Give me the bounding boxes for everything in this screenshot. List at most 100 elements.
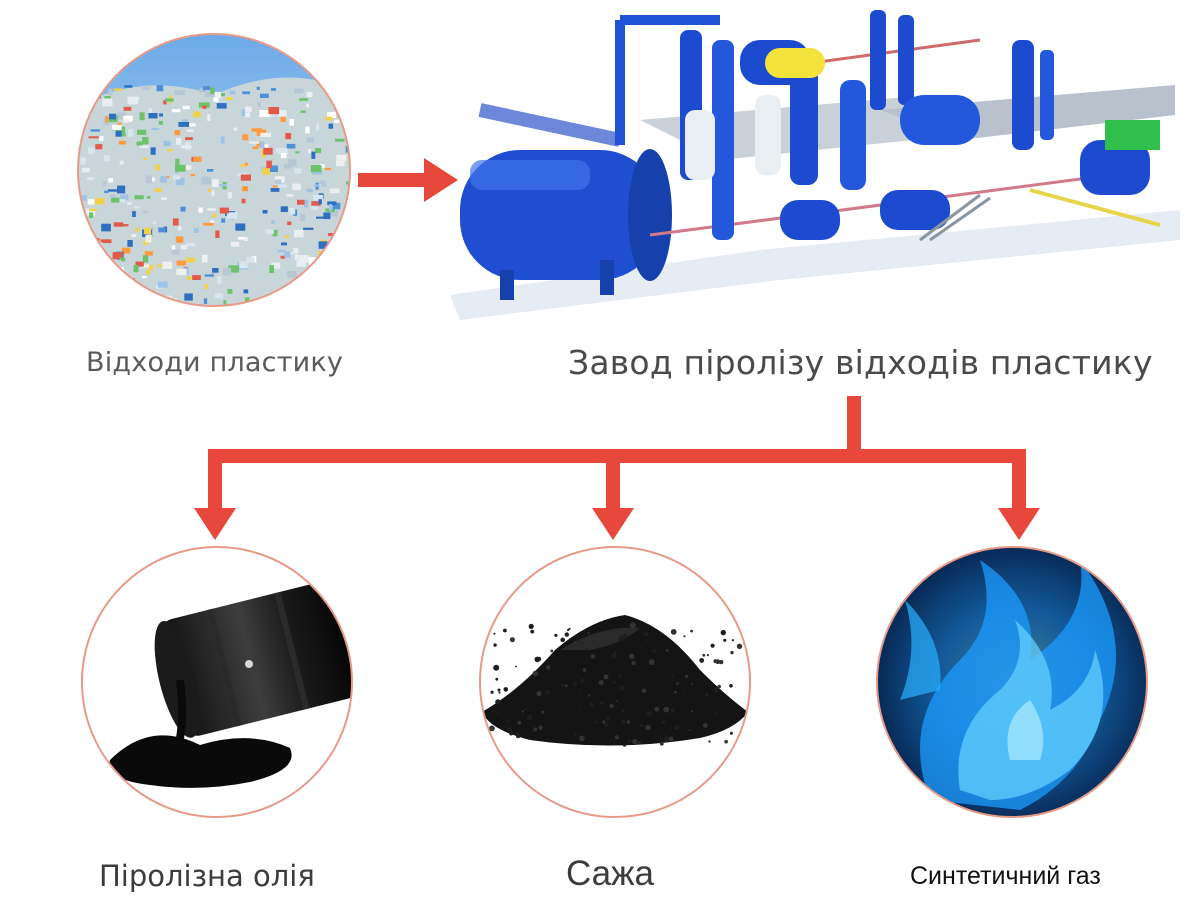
plastic-speck bbox=[127, 202, 132, 205]
plastic-speck bbox=[268, 107, 280, 115]
plastic-speck bbox=[340, 86, 347, 93]
soot-grain bbox=[663, 736, 670, 743]
plastic-speck bbox=[134, 206, 140, 209]
soot-grain bbox=[602, 720, 606, 724]
plastic-speck bbox=[284, 164, 293, 169]
plastic-speck bbox=[185, 165, 192, 170]
plastic-speck bbox=[265, 229, 274, 234]
plastic-speck bbox=[341, 298, 350, 305]
plastic-speck bbox=[178, 122, 190, 127]
plastic-speck bbox=[260, 93, 269, 98]
soot-grain bbox=[489, 725, 495, 732]
plastic-speck bbox=[117, 185, 126, 194]
plastic-speck bbox=[175, 164, 186, 172]
plastic-speck bbox=[227, 289, 233, 294]
soot-grain bbox=[495, 677, 499, 681]
soot-grain bbox=[713, 687, 719, 693]
plastic-speck bbox=[349, 88, 350, 92]
plastic-speck bbox=[271, 220, 275, 224]
plastic-speck bbox=[85, 314, 88, 321]
plastic-speck bbox=[108, 178, 114, 183]
plastic-speck bbox=[324, 269, 329, 274]
plastic-speck bbox=[252, 146, 259, 150]
plastic-speck bbox=[180, 245, 188, 250]
plastic-speck bbox=[109, 308, 118, 311]
plastic-speck bbox=[142, 210, 149, 214]
plastic-speck bbox=[123, 119, 129, 123]
plastic-speck bbox=[335, 138, 345, 142]
plastic-speck bbox=[312, 172, 322, 175]
plastic-speck bbox=[176, 260, 186, 266]
plastic-speck bbox=[233, 127, 238, 131]
plastic-speck bbox=[332, 202, 341, 210]
plastic-speck bbox=[182, 105, 190, 110]
plastic-speck bbox=[280, 153, 287, 159]
soot-grain bbox=[564, 684, 568, 688]
plastic-speck bbox=[89, 212, 94, 219]
soot-grain bbox=[638, 684, 641, 687]
plastic-speck bbox=[150, 147, 156, 155]
plastic-speck bbox=[192, 275, 201, 280]
plastic-speck bbox=[246, 257, 255, 263]
soot-grain bbox=[710, 643, 715, 648]
plastic-speck bbox=[210, 272, 215, 276]
plastic-speck bbox=[277, 110, 287, 117]
soot-grain bbox=[729, 731, 733, 735]
plastic-speck bbox=[148, 113, 158, 119]
plastic-speck bbox=[275, 147, 287, 153]
plastic-speck bbox=[134, 195, 144, 200]
plastic-speck bbox=[346, 256, 350, 263]
plastic-speck bbox=[219, 207, 229, 214]
plastic-speck bbox=[260, 132, 272, 137]
soot-grain bbox=[614, 735, 620, 740]
plastic-speck bbox=[256, 129, 267, 136]
plastic-speck bbox=[298, 255, 309, 263]
plastic-speck bbox=[226, 212, 238, 219]
plastic-speck bbox=[335, 269, 342, 273]
soot-grain bbox=[582, 668, 587, 672]
soot-grain bbox=[729, 684, 733, 688]
soot-grain bbox=[599, 700, 604, 706]
plastic-speck bbox=[318, 199, 322, 205]
soot-grain bbox=[616, 636, 619, 639]
plastic-speck bbox=[262, 210, 268, 214]
plastic-speck bbox=[336, 154, 347, 161]
plastic-speck bbox=[306, 137, 314, 143]
plastic-waste-pile-icon bbox=[77, 33, 351, 321]
soot-grain bbox=[507, 720, 510, 723]
plastic-speck bbox=[174, 90, 186, 95]
plastic-speck bbox=[249, 141, 260, 144]
soot-grain bbox=[618, 635, 625, 642]
plastic-speck bbox=[146, 175, 152, 184]
plastic-speck bbox=[185, 137, 193, 140]
soot-grain bbox=[652, 649, 657, 654]
plastic-speck bbox=[293, 313, 297, 318]
soot-grain bbox=[671, 675, 674, 679]
soot-grain bbox=[515, 665, 517, 668]
plastic-speck bbox=[235, 223, 246, 231]
plastic-speck bbox=[332, 260, 339, 266]
plastic-speck bbox=[91, 294, 103, 298]
plastic-speck bbox=[86, 177, 95, 181]
plastic-speck bbox=[133, 264, 139, 273]
plastic-speck bbox=[299, 98, 308, 101]
plastic-speck bbox=[176, 138, 182, 145]
plastic-speck bbox=[102, 98, 113, 107]
soot-grain bbox=[632, 738, 638, 745]
plastic-speck bbox=[207, 169, 214, 172]
soot-grain bbox=[490, 690, 494, 694]
soot-grain bbox=[613, 681, 616, 684]
plastic-speck bbox=[295, 151, 300, 154]
plastic-speck bbox=[92, 259, 98, 262]
plastic-speck bbox=[280, 206, 288, 212]
plastic-speck bbox=[325, 167, 332, 171]
plastic-speck bbox=[228, 265, 240, 273]
soot-grain bbox=[704, 692, 709, 697]
plastic-speck bbox=[204, 284, 209, 290]
plastic-speck bbox=[135, 261, 144, 267]
soot-grain bbox=[659, 741, 664, 746]
plastic-speck bbox=[262, 167, 270, 175]
plastic-speck bbox=[207, 114, 211, 121]
plastic-speck bbox=[182, 119, 188, 123]
plastic-speck bbox=[289, 119, 294, 126]
